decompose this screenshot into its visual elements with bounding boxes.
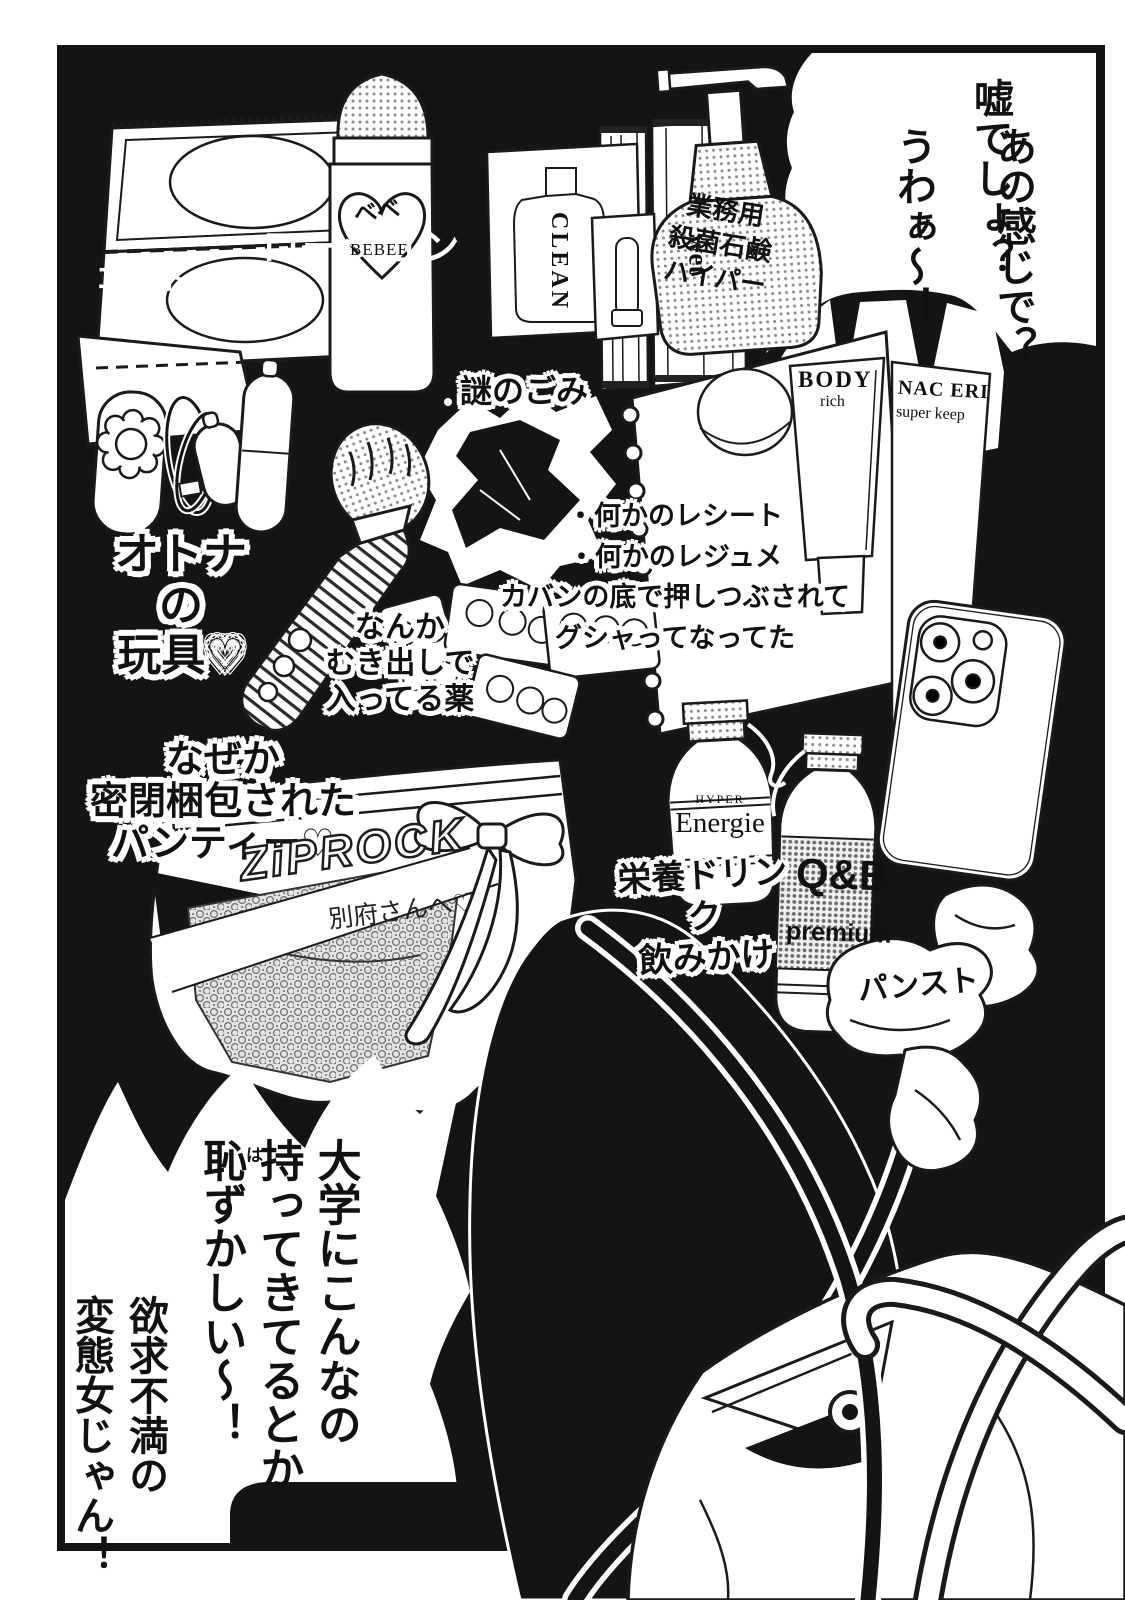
- cosmetic-tube-body-rich: [788, 356, 886, 616]
- pill-packs: [378, 582, 661, 740]
- label-soap: 業務用 殺菌石鹸 ハイパー: [661, 189, 774, 301]
- dialogue-top-right-line2: あの感じで？: [991, 126, 1035, 366]
- energy-drink-hyper: [666, 699, 787, 908]
- dialogue-top-right-line3: うわぁ〜！: [891, 126, 935, 326]
- heart-logo-en: BEBEE: [350, 240, 409, 259]
- lotion-bottle: [328, 72, 436, 394]
- white-tote-straps: [841, 1215, 1125, 1600]
- speech-bubble-top-right: [766, 53, 1096, 353]
- tube-nac-name: NAC ERI: [897, 376, 990, 404]
- dialogue-top-right-line1: 嘘でしょ？: [968, 78, 1012, 278]
- label-pills: なんか むき出しで 入ってる薬: [325, 611, 475, 716]
- label-panties: なぜか 密閉梱包された パンティー♡: [89, 739, 356, 865]
- label-wet: wet: [683, 234, 714, 275]
- drink1-name: Energie: [675, 807, 765, 839]
- label-condom: コンドーム: [95, 263, 255, 296]
- label-mystery-trash: 謎のごみ: [460, 373, 589, 409]
- speech-bubble-bottom-left: [65, 1056, 470, 1543]
- label-energy-drink: 栄養ドリンク 飲みかけ: [616, 852, 789, 981]
- vibe-flower: [91, 390, 169, 536]
- pantyhose: [825, 883, 1040, 1173]
- vibe-bullet-large: [234, 358, 296, 534]
- soap-pump-bottle: [650, 65, 823, 356]
- drink2-name: Q&B: [795, 849, 891, 900]
- tube-body-name: BODY: [798, 367, 873, 392]
- dialogue-furigana: は: [246, 1146, 263, 1165]
- ribbon-bow: [404, 801, 565, 1046]
- dialogue-bottom-left-main: 大学にこんなの 持ってきてるとか 恥ずかしい〜！: [196, 1138, 360, 1490]
- label-clean: CLEAN: [545, 212, 572, 312]
- dialogue-bottom-left-sub: 欲求不満の 変態女じゃん！: [69, 1295, 167, 1575]
- notebook-note: ・何かのレシート ・何かのレジュメ カバンの底で押しつぶされて グシャってなって…: [500, 501, 850, 653]
- drink2-sub: premium: [785, 917, 893, 949]
- tube-body-sub: rich: [820, 393, 845, 410]
- clean-bottle-pack: [485, 142, 660, 342]
- heart-logo: [337, 192, 427, 281]
- label-lotion: ローション: [262, 227, 462, 269]
- smartphone: [876, 599, 1067, 882]
- ziplock-bag: [148, 758, 578, 1114]
- drink1-small: HYPER: [695, 792, 745, 806]
- adult-toys: [91, 358, 431, 732]
- bag-corner-over-bubble: [230, 1482, 462, 1543]
- label-adult-toys: オトナの 玩具♡: [115, 530, 247, 681]
- wand-massager: [240, 422, 431, 732]
- dark-strap-front: [575, 915, 888, 1600]
- mystery-trash: [418, 384, 616, 590]
- tube-nac-sub: super keep: [895, 403, 966, 424]
